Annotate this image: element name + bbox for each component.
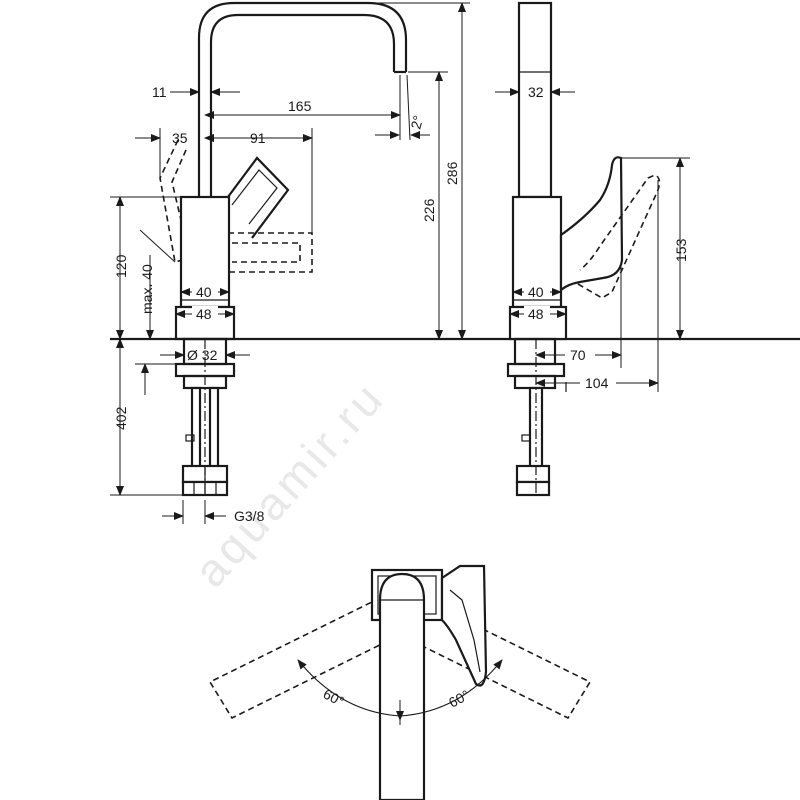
dim-2-degrees: 2° bbox=[407, 114, 426, 131]
dim-11: 11 bbox=[152, 84, 167, 100]
handle-dashed-horizontal bbox=[228, 232, 313, 273]
front-view: 11 165 2° 35 91 226 286 120 max. 40 bbox=[110, 1, 800, 524]
dim-91: 91 bbox=[250, 130, 266, 146]
dim-48: 48 bbox=[196, 306, 212, 322]
side-dim-104: 104 bbox=[585, 375, 609, 391]
handle-raised bbox=[221, 156, 290, 239]
dim-402: 402 bbox=[113, 406, 129, 430]
dim-40: 40 bbox=[196, 284, 212, 300]
top-spout bbox=[378, 572, 426, 800]
top-swing-left bbox=[208, 597, 401, 720]
dim-diameter-32: Ø 32 bbox=[187, 347, 218, 363]
side-dim-70: 70 bbox=[570, 347, 586, 363]
dim-35: 35 bbox=[172, 130, 188, 146]
side-spout bbox=[517, 1, 553, 199]
top-angle-60-left: 60° bbox=[321, 686, 347, 710]
dim-286: 286 bbox=[444, 161, 460, 185]
side-dim-48: 48 bbox=[528, 306, 544, 322]
dim-max-40: max. 40 bbox=[139, 264, 155, 314]
dim-226: 226 bbox=[421, 198, 437, 222]
spout-inner bbox=[209, 13, 396, 197]
dim-120: 120 bbox=[113, 254, 129, 278]
side-dim-40: 40 bbox=[528, 284, 544, 300]
side-view: 32 153 40 48 70 104 bbox=[495, 1, 690, 497]
top-view: 60° 60° bbox=[208, 564, 592, 800]
side-dim-153: 153 bbox=[673, 238, 689, 262]
top-angle-60-right: 60° bbox=[446, 687, 472, 711]
side-dim-32: 32 bbox=[528, 84, 544, 100]
top-lever bbox=[440, 564, 488, 687]
side-handle bbox=[559, 156, 624, 293]
dim-g3-8: G3/8 bbox=[234, 508, 265, 524]
dim-165: 165 bbox=[288, 98, 312, 114]
